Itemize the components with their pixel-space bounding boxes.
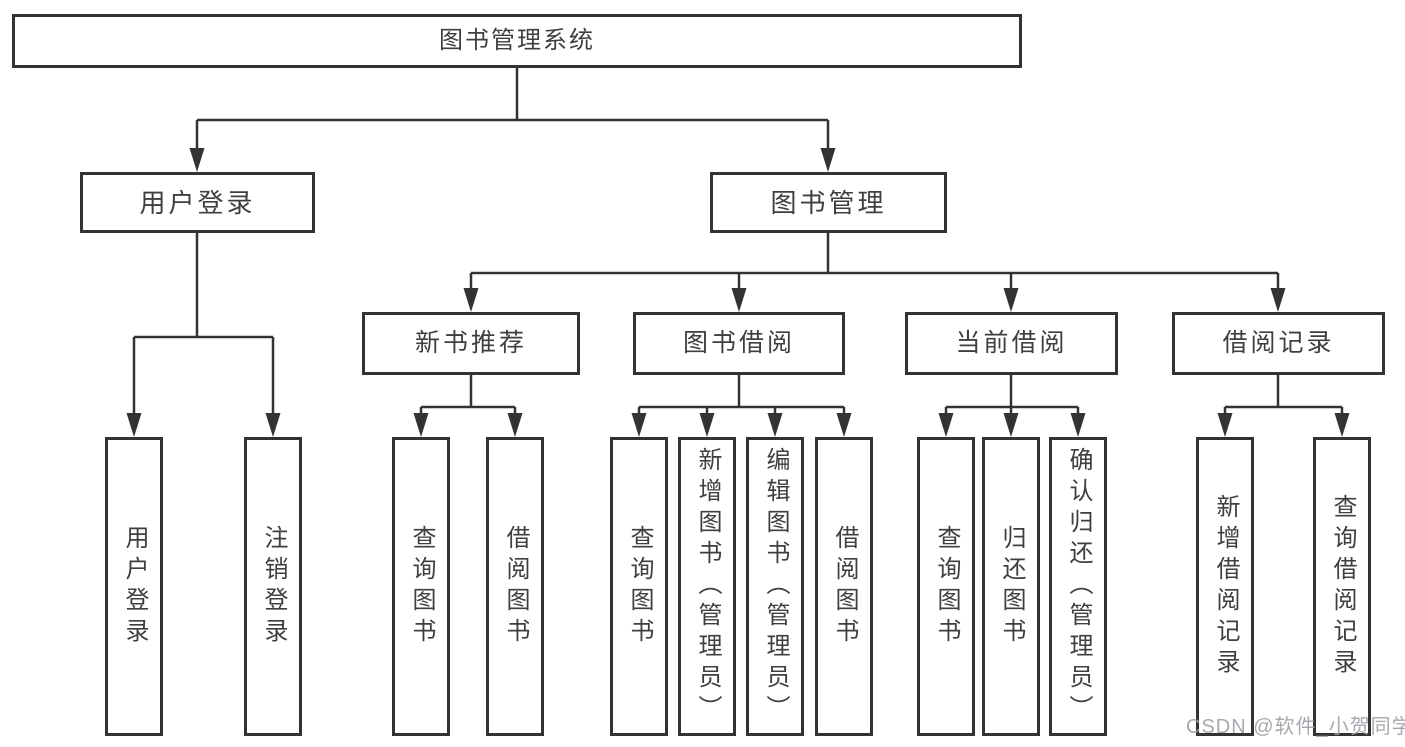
node-user-login: 用户登录 [80,172,315,233]
node-book-borrowing: 图书借阅 [633,312,845,375]
node-book-management: 图书管理 [710,172,947,233]
leaf-label: 借阅图书 [831,524,858,649]
leaf-borrow-add-books-admin: 新增图书（管理员） [678,437,736,736]
leaf-borrow-query-books: 查询图书 [610,437,668,736]
leaf-label: 编辑图书（管理员） [762,447,789,726]
leaf-current-confirm-return-admin: 确认归还（管理员） [1049,437,1107,736]
leaf-label: 借阅图书 [502,524,529,649]
leaf-label: 确认归还（管理员） [1065,447,1092,726]
csdn-watermark: CSDN @软件_小贺同学 [1186,716,1405,738]
leaf-newbook-query-books: 查询图书 [392,437,450,736]
leaf-current-query-books: 查询图书 [917,437,975,736]
leaf-label: 查询借阅记录 [1329,493,1356,680]
node-label: 借阅记录 [1222,329,1335,357]
leaf-label: 归还图书 [998,524,1025,649]
leaf-borrow-borrow-books: 借阅图书 [815,437,873,736]
node-borrowing-records: 借阅记录 [1172,312,1385,375]
leaf-current-return-books: 归还图书 [982,437,1040,736]
leaf-logout: 注销登录 [244,437,302,736]
connector-arrows [126,148,1350,437]
leaf-label: 查询图书 [626,524,653,649]
node-new-book-recommend: 新书推荐 [362,312,580,375]
node-current-borrowing: 当前借阅 [905,312,1118,375]
node-label: 新书推荐 [414,329,527,357]
node-label: 图书借阅 [682,329,795,357]
leaf-records-add-record: 新增借阅记录 [1196,437,1254,736]
leaf-label: 新增借阅记录 [1212,493,1239,680]
node-label: 当前借阅 [955,329,1068,357]
leaf-label: 新增图书（管理员） [694,447,721,726]
leaf-label: 注销登录 [260,524,287,649]
leaf-label: 查询图书 [933,524,960,649]
node-label: 图书管理 [770,187,887,218]
node-library-management-system: 图书管理系统 [12,14,1022,68]
leaf-label: 用户登录 [121,524,148,649]
leaf-newbook-borrow-books: 借阅图书 [486,437,544,736]
node-label: 用户登录 [139,187,256,218]
leaf-records-query-record: 查询借阅记录 [1313,437,1371,736]
node-label: 图书管理系统 [439,27,595,54]
leaf-borrow-edit-books-admin: 编辑图书（管理员） [746,437,804,736]
leaf-label: 查询图书 [408,524,435,649]
leaf-user-login: 用户登录 [105,437,163,736]
